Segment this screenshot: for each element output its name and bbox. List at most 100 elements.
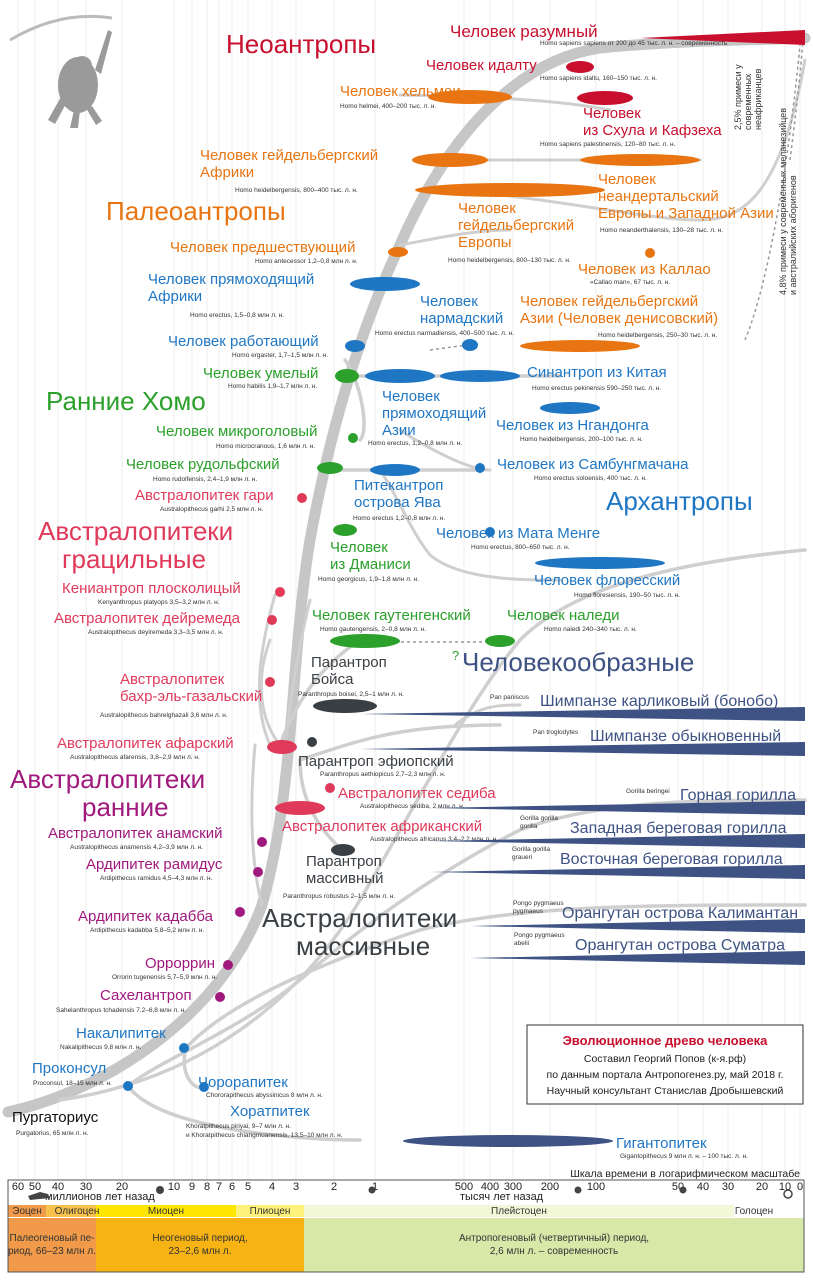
taxon-latin: Australopithecus sediba, 2 млн л. н. [360,803,465,810]
credits-source: по данным портала Антропогенез.ру, май 2… [547,1069,784,1081]
epoch-pliocene: Плиоцен [250,1206,291,1217]
taxon-name-line: массивный [306,870,383,887]
africa-note-line2: современных [743,73,753,130]
timeline-tick: 5 [245,1181,251,1193]
range-lens [412,153,488,167]
taxon-latin: Homo microcranous, 1,6 млн л. н. [216,443,315,450]
timeline-tick: 20 [116,1181,128,1193]
erectus-icon [574,1186,582,1194]
taxon-latin: Homo heidelbergensis, 800–130 тыс. л. н. [448,257,571,264]
taxon-name-line: Человек из Нгандонга [496,417,650,434]
taxon-35: Австралопитек африканскийAustralopithecu… [282,818,498,843]
ape-lineage-wedge [430,801,805,815]
taxon-name-line: Человек из Самбунгмачана [497,456,689,473]
taxon-name-line: Человек рудольфский [126,456,280,473]
ape-latin: Pan paniscus [490,694,530,701]
taxon-name-line: Человек [458,200,516,217]
ape-name: Восточная береговая горилла [560,851,783,868]
range-dot [297,493,307,503]
taxon-name-line: Азии (Человек денисовский) [520,310,718,327]
range-dot [123,1081,133,1091]
range-lens [566,61,594,73]
taxon-latin: Ardipithecus ramidus 4,5–4,3 млн л. н. [100,875,213,882]
taxon-latin: Homo heidelbergensis, 800–400 тыс. л. н. [235,187,358,194]
taxon-name-line: Австралопитек [120,671,225,688]
epoch-oligocene: Олигоцен [55,1206,100,1217]
taxon-name-line: Австралопитек седиба [338,785,496,802]
taxon-latin: Ardipithecus kadabba 5,8–5,2 млн л. н. [90,927,204,934]
taxon-latin: Sahelanthropus tchadensis 7,2–6,8 млн л.… [56,1007,186,1014]
credits-author: Составил Георгий Попов (к-я.рф) [584,1053,746,1065]
taxon-name-line: Накалипитек [76,1025,166,1042]
africa-note-line1: 2,5% примеси у [733,64,743,130]
timeline-caption: Шкала времени в логарифмическом масштабе [570,1168,800,1180]
epoch-pleistocene: Плейстоцен [491,1206,547,1217]
ape-lineage-wedge [360,707,805,721]
taxon-name-line: Австралопитек афарский [57,735,234,752]
taxon-name-line: бахр-эль-газальский [120,688,262,705]
range-dot [235,907,245,917]
taxon-latin: Paranthropus aethiopicus 2,7–2,3 млн л. … [320,771,446,778]
taxon-name-line: Человек прямоходящий [148,271,314,288]
ape-lineage-wedge [470,951,805,965]
taxon-name-line: Чорорапитек [198,1074,288,1091]
taxon-name-line: Питекантроп [354,477,443,494]
timeline-tick: 2 [331,1181,337,1193]
taxon-name-line: Австралопитек анамский [48,825,223,842]
group-massive-title: Австралопитеки [262,903,457,933]
taxon-name-line: Европы и Западной Азии [598,205,774,222]
taxon-name-line: Человек [382,388,440,405]
taxon-name-line: Человек гаутенгенский [312,607,471,624]
taxon-latin: Kenyanthropus platyops 3,5–3,2 млн л. н. [98,599,220,606]
taxon-30: Австралопитекбахр-эль-газальскийAustralo… [100,671,262,719]
taxon-name-line: Человек из Мата Менге [436,525,600,542]
range-lens [415,183,605,197]
timeline-tick: 30 [80,1181,92,1193]
taxon-name-line: Хоратпитек [230,1103,310,1120]
taxon-name-line: Человек разумный [450,22,598,41]
timeline-tick: 300 [504,1181,522,1193]
credits-consultant: Научный консультант Станислав Дробышевск… [547,1085,784,1097]
taxon-latin: Homo habilis 1,9–1,7 млн л. н. [228,383,318,390]
timeline-tick: 100 [587,1181,605,1193]
epoch-row: Эоцен Олигоцен Миоцен Плиоцен Плейстоцен… [8,1205,804,1217]
timeline-tick: 400 [481,1181,499,1193]
taxon-latin: Homo naledi 240–340 тыс. л. н. [544,626,637,633]
taxon-latin: Homo heidelbergensis, 200–100 тыс. л. н. [520,436,643,443]
range-lens [370,464,420,476]
period-anthropogene-line1: Антропогеновый (четвертичный) период, [459,1233,649,1244]
taxon-name-line: Африки [148,288,202,305]
range-dot [307,737,317,747]
admixture-arrow-africa [789,39,804,161]
taxon-name-line: гейдельбергский [458,217,574,234]
taxon-latin: Paranthropus robustus 2–1,5 млн л. н. [283,893,395,900]
ape-name: Горная горилла [680,787,796,804]
habilis-icon [368,1186,376,1194]
taxon-latin: Gigantopithecus 9 млн л. н. – 100 тыс. л… [620,1153,748,1160]
timeline-tick: 9 [189,1181,195,1193]
taxon-latin: Homo erectus, 800–650 тыс. л. н. [471,544,570,551]
timeline-tick: 1 [372,1181,378,1193]
